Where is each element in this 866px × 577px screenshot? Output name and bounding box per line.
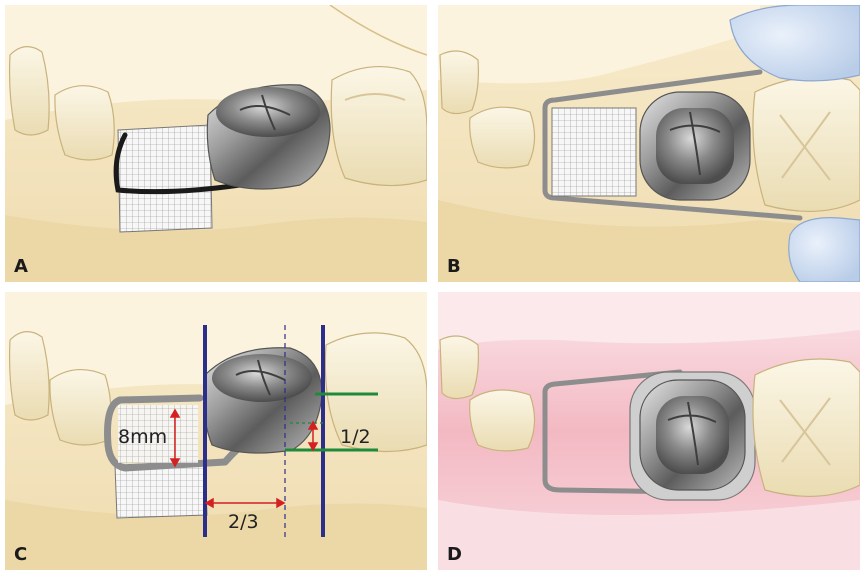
panel-c-letter: C [14, 544, 27, 565]
panel-c-fraction-vertical: 1/2 [340, 426, 371, 448]
panel-a-upper-gum [5, 5, 427, 120]
panel-d-molar [752, 358, 860, 497]
panel-a-band-edge [113, 132, 243, 195]
panel-a-letter: A [14, 256, 28, 277]
panel-a-molar [330, 65, 427, 187]
panel-a-premolar [54, 85, 115, 161]
panel-b-jaw-shadow [438, 200, 860, 282]
panel-c-incisor-left [8, 331, 50, 421]
panel-b-finger-top [729, 5, 860, 82]
panel-c-fraction-horizontal: 2/3 [228, 511, 259, 533]
panel-b-finger-bottom [788, 217, 860, 282]
panel-c-premolar [49, 369, 112, 446]
panel-b-incisor [439, 50, 479, 115]
panel-b-wire-loop [542, 69, 803, 221]
panel-b-matrix-band [551, 107, 637, 197]
panel-c-molar [324, 332, 427, 453]
panel-b-premolar [469, 106, 536, 169]
panel-d-space-maintainer-loop [542, 369, 693, 495]
panel-b-letter: B [447, 256, 461, 277]
panel-a-jaw-shadow [5, 215, 427, 282]
panel-a-matrix-band [117, 124, 213, 233]
panel-c-arrows [169, 408, 319, 509]
panel-d-incisor [439, 335, 479, 400]
panel-d-letter: D [447, 544, 462, 565]
panel-a: A [5, 5, 427, 282]
panel-d-premolar [469, 389, 536, 452]
panel-c: 8mm 2/3 1/2 C [5, 292, 427, 570]
panel-d: D [438, 292, 860, 570]
panel-b: B [438, 5, 860, 282]
panel-c-height-label: 8mm [118, 426, 167, 448]
panel-a-incisor-left [8, 46, 50, 136]
